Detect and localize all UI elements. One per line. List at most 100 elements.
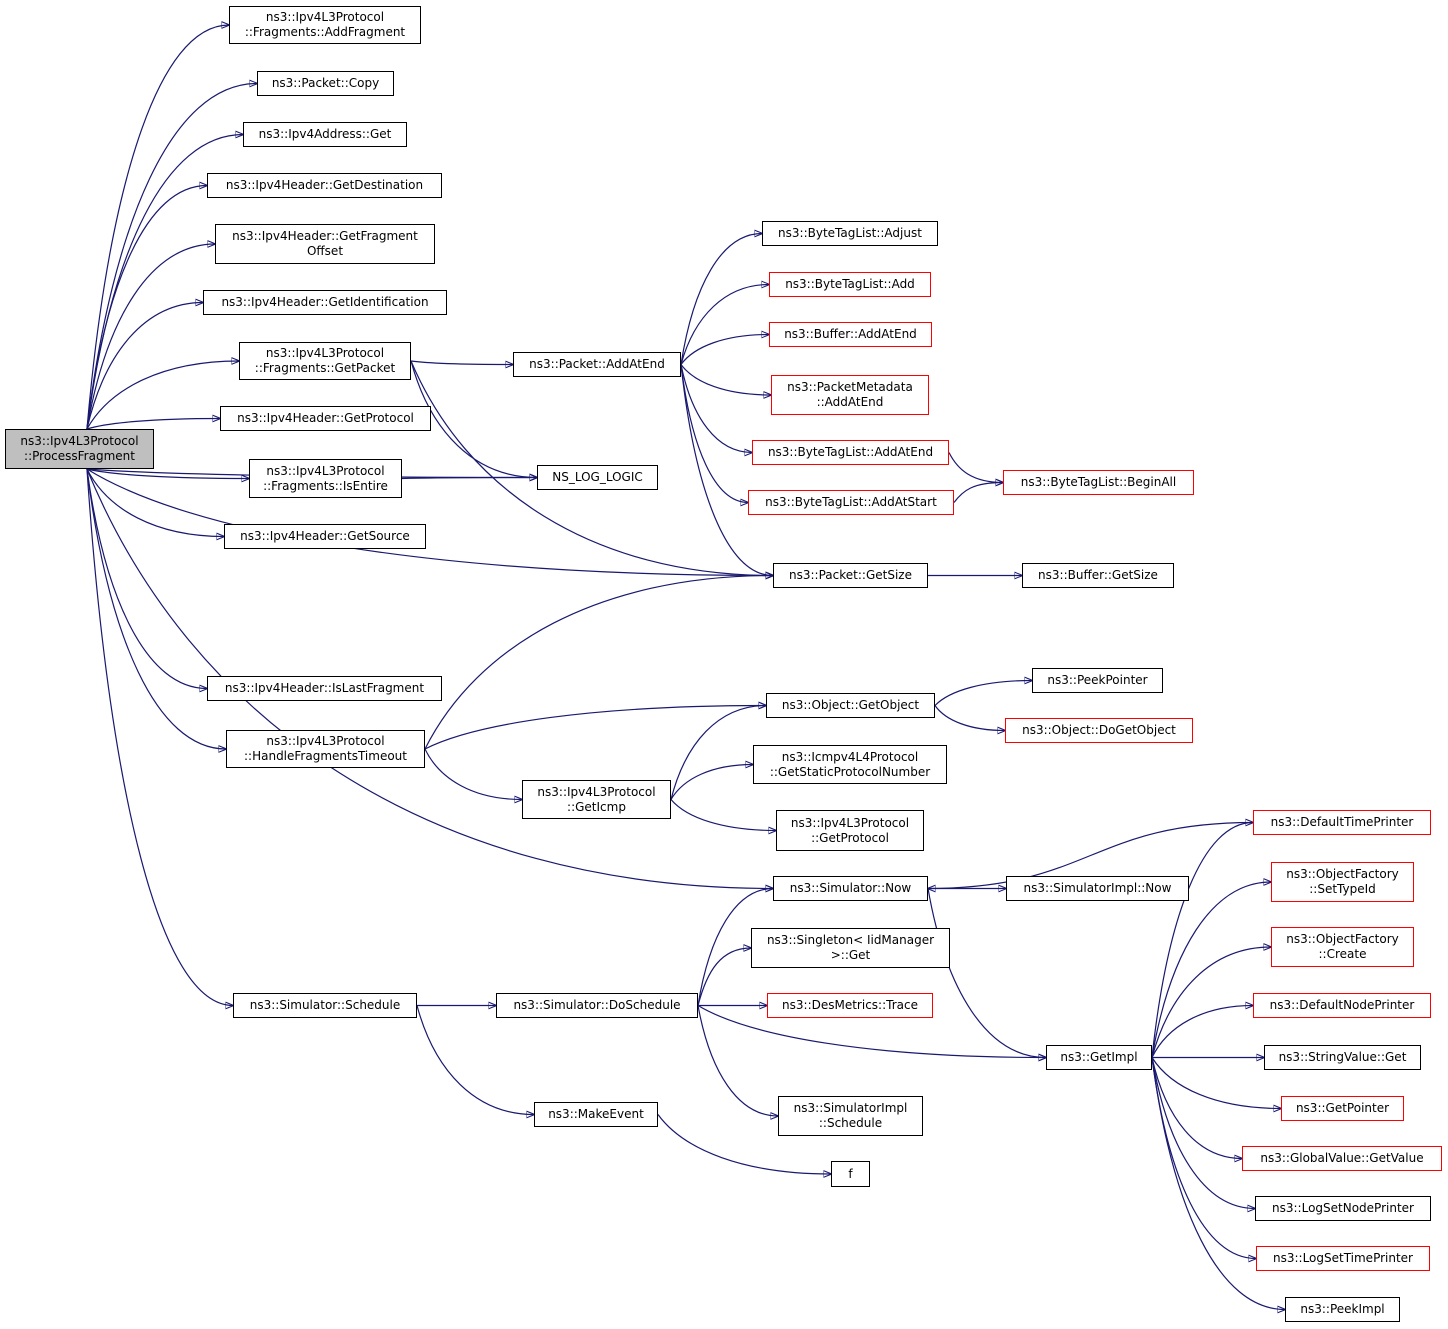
node-label-line: ns3::Ipv4L3Protocol <box>266 734 385 748</box>
node-label-line: f <box>848 1166 853 1181</box>
edge-handle-fragments-timeout-to-get-icmp <box>424 748 522 800</box>
node-object-get-object[interactable]: ns3::Object::GetObject <box>766 693 935 718</box>
node-fragments-get-packet[interactable]: ns3::Ipv4L3Protocol::Fragments::GetPacke… <box>239 342 411 380</box>
node-peek-pointer[interactable]: ns3::PeekPointer <box>1032 668 1163 693</box>
node-ipv4address-get[interactable]: ns3::Ipv4Address::Get <box>243 122 407 147</box>
node-objectfactory-set-type-id[interactable]: ns3::ObjectFactory::SetTypeId <box>1271 862 1414 902</box>
node-label-line: ::Fragments::IsEntire <box>263 478 388 493</box>
node-do-schedule[interactable]: ns3::Simulator::DoSchedule <box>496 993 698 1018</box>
node-label-line: ns3::Simulator::Schedule <box>249 998 401 1012</box>
node-globalvalue-get-value[interactable]: ns3::GlobalValue::GetValue <box>1242 1146 1442 1171</box>
node-simulatorimpl-now[interactable]: ns3::SimulatorImpl::Now <box>1006 876 1189 901</box>
node-log-set-time-printer[interactable]: ns3::LogSetTimePrinter <box>1256 1246 1430 1271</box>
node-label-line: ::Schedule <box>818 1116 883 1130</box>
edge-do-schedule-to-singleton-get <box>697 948 751 1006</box>
node-label-line: ::ProcessFragment <box>24 449 135 463</box>
edge-simulator-schedule-to-make-event <box>416 1005 534 1115</box>
node-default-node-printer[interactable]: ns3::DefaultNodePrinter <box>1253 993 1431 1018</box>
node-simulator-schedule[interactable]: ns3::Simulator::Schedule <box>233 993 417 1018</box>
node-label-line: ns3::GetPointer <box>1295 1101 1390 1115</box>
node-singleton-get[interactable]: ns3::Singleton< IidManager >::Get <box>751 928 950 968</box>
node-buffer-add-at-end[interactable]: ns3::Buffer::AddAtEnd <box>769 322 932 347</box>
node-bytetaglist-add-at-end[interactable]: ns3::ByteTagList::AddAtEnd <box>752 440 949 465</box>
node-ns-log-logic[interactable]: NS_LOG_LOGIC <box>537 465 658 490</box>
edge-simulator-now-to-get-impl <box>927 888 1046 1058</box>
node-bytetaglist-add[interactable]: ns3::ByteTagList::Add <box>769 272 931 297</box>
node-log-set-node-printer[interactable]: ns3::LogSetNodePrinter <box>1255 1196 1431 1221</box>
node-peek-impl[interactable]: ns3::PeekImpl <box>1285 1297 1400 1322</box>
node-label-line: ns3::PeekImpl <box>1300 1302 1385 1316</box>
node-label-line: ns3::Simulator::DoSchedule <box>513 998 681 1012</box>
node-fragments-is-entire[interactable]: ns3::Ipv4L3Protocol::Fragments::IsEntire <box>249 459 402 498</box>
node-packet-get-size[interactable]: ns3::Packet::GetSize <box>773 563 928 588</box>
node-get-identification[interactable]: ns3::Ipv4Header::GetIdentification <box>203 290 447 315</box>
node-label-line: ::AddAtEnd <box>816 395 884 409</box>
node-icmpv4-get-static-protocol-number[interactable]: ns3::Icmpv4L4Protocol::GetStaticProtocol… <box>753 745 947 784</box>
node-header-get-protocol[interactable]: ns3::Ipv4Header::GetProtocol <box>220 406 431 431</box>
edge-process-fragment-to-simulator-schedule <box>86 468 233 1006</box>
node-label-line: ns3::SimulatorImpl::Now <box>1023 881 1172 895</box>
edge-process-fragment-to-get-identification <box>86 303 203 430</box>
node-desmetrics-trace[interactable]: ns3::DesMetrics::Trace <box>767 993 933 1018</box>
node-bytetaglist-add-at-start[interactable]: ns3::ByteTagList::AddAtStart <box>748 490 954 515</box>
node-label-line: ns3::GlobalValue::GetValue <box>1260 1151 1424 1165</box>
node-label-line: Offset <box>306 244 344 258</box>
node-label-line: ns3::Ipv4Header::IsLastFragment <box>224 681 425 695</box>
node-simulatorimpl-schedule[interactable]: ns3::SimulatorImpl::Schedule <box>778 1096 923 1136</box>
edge-get-icmp-to-icmpv4-get-static-protocol-number <box>670 765 753 800</box>
node-label-line: ns3::Ipv4Header::GetDestination <box>225 178 424 192</box>
node-label-line: ns3::ObjectFactory <box>1286 932 1399 946</box>
node-label-line: ns3::Object::GetObject <box>781 698 920 712</box>
node-label-line: ns3::Ipv4L3Protocol <box>790 815 910 830</box>
node-handle-fragments-timeout[interactable]: ns3::Ipv4L3Protocol::HandleFragmentsTime… <box>226 730 425 768</box>
node-label-line: ns3::LogSetNodePrinter <box>1272 1201 1414 1215</box>
node-bytetaglist-adjust[interactable]: ns3::ByteTagList::Adjust <box>762 221 938 246</box>
node-label-line: ns3::MakeEvent <box>548 1107 644 1121</box>
node-label-line: ns3::Ipv4Header::GetProtocol <box>237 411 414 425</box>
edge-packet-add-at-end-to-packet-get-size <box>680 364 773 576</box>
node-label-line: ns3::Ipv4L3Protocol <box>265 10 385 24</box>
node-is-last-fragment[interactable]: ns3::Ipv4Header::IsLastFragment <box>207 676 442 701</box>
node-label-line: ns3::Packet::Copy <box>271 76 380 90</box>
edge-process-fragment-to-get-source <box>86 468 224 537</box>
node-stringvalue-get[interactable]: ns3::StringValue::Get <box>1264 1045 1421 1070</box>
node-packet-metadata-add-at-end[interactable]: ns3::PacketMetadata::AddAtEnd <box>771 375 929 415</box>
node-bytetaglist-begin-all[interactable]: ns3::ByteTagList::BeginAll <box>1003 470 1194 495</box>
node-process-fragment[interactable]: ns3::Ipv4L3Protocol::ProcessFragment <box>5 429 154 469</box>
node-simulator-now[interactable]: ns3::Simulator::Now <box>773 876 928 901</box>
node-default-time-printer[interactable]: ns3::DefaultTimePrinter <box>1253 810 1431 835</box>
node-get-icmp[interactable]: ns3::Ipv4L3Protocol::GetIcmp <box>522 780 671 819</box>
edge-process-fragment-to-get-fragment-offset <box>86 244 215 430</box>
node-label-line: >::Get <box>830 948 871 962</box>
node-l3protocol-get-protocol[interactable]: ns3::Ipv4L3Protocol::GetProtocol <box>776 810 924 851</box>
node-label-line: ns3::ByteTagList::Add <box>785 277 915 291</box>
node-object-do-get-object[interactable]: ns3::Object::DoGetObject <box>1005 718 1193 743</box>
edge-get-impl-to-objectfactory-set-type-id <box>1151 882 1271 1058</box>
node-label-line: ns3::Buffer::GetSize <box>1038 568 1158 582</box>
node-label-line: NS_LOG_LOGIC <box>552 470 643 484</box>
node-packet-copy[interactable]: ns3::Packet::Copy <box>257 71 394 96</box>
node-add-fragment[interactable]: ns3::Ipv4L3Protocol::Fragments::AddFragm… <box>229 6 421 44</box>
node-label-line: ::GetStaticProtocolNumber <box>769 764 931 779</box>
edge-process-fragment-to-is-last-fragment <box>86 468 207 689</box>
node-get-pointer[interactable]: ns3::GetPointer <box>1281 1096 1404 1121</box>
edge-handle-fragments-timeout-to-object-get-object <box>424 706 766 750</box>
node-f[interactable]: f <box>831 1161 870 1187</box>
node-objectfactory-create[interactable]: ns3::ObjectFactory::Create <box>1271 927 1414 967</box>
edge-bytetaglist-add-at-end-to-bytetaglist-begin-all <box>948 452 1003 483</box>
node-get-impl[interactable]: ns3::GetImpl <box>1046 1045 1152 1070</box>
node-get-destination[interactable]: ns3::Ipv4Header::GetDestination <box>207 173 442 198</box>
node-label-line: ns3::ByteTagList::AddAtStart <box>765 495 937 509</box>
node-label-line: ns3::LogSetTimePrinter <box>1272 1251 1413 1265</box>
node-get-source[interactable]: ns3::Ipv4Header::GetSource <box>224 524 426 549</box>
node-label-line: ns3::StringValue::Get <box>1278 1050 1407 1064</box>
node-label-line: ::GetProtocol <box>811 830 889 845</box>
edge-fragments-is-entire-to-ns-log-logic <box>401 478 537 479</box>
node-make-event[interactable]: ns3::MakeEvent <box>534 1102 658 1127</box>
node-label-line: ns3::Packet::AddAtEnd <box>529 357 665 371</box>
node-packet-add-at-end[interactable]: ns3::Packet::AddAtEnd <box>513 352 681 377</box>
node-buffer-get-size[interactable]: ns3::Buffer::GetSize <box>1022 563 1174 588</box>
node-label-line: ns3::Ipv4L3Protocol <box>537 784 656 799</box>
edge-get-impl-to-get-pointer <box>1151 1057 1281 1109</box>
